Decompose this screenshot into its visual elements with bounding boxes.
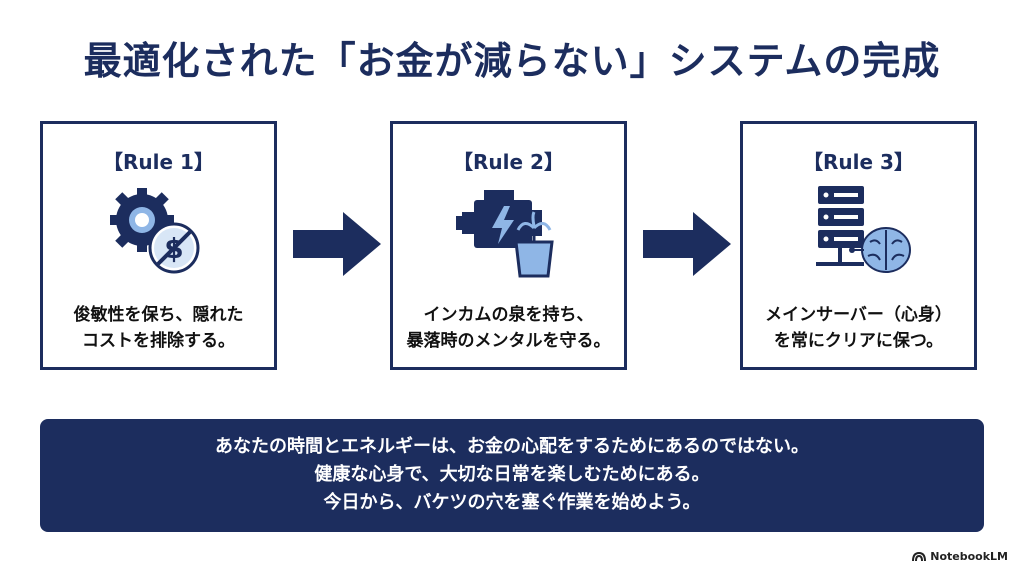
- brand-watermark: NotebookLM: [912, 550, 1008, 563]
- rule-line: 俊敏性を保ち、隠れた: [73, 305, 244, 325]
- message-line: 健康な心身で、大切な日常を楽しむためにある。: [314, 464, 710, 485]
- rule-heading: 【Rule 3】: [803, 150, 914, 174]
- arrow-right-icon: [643, 212, 731, 276]
- page-title: 最適化された「お金が減らない」システムの完成: [83, 39, 941, 83]
- rule-heading: 【Rule 2】: [453, 150, 564, 174]
- message-line: あなたの時間とエネルギーは、お金の心配をするためにあるのではない。: [215, 436, 809, 457]
- brand-label: NotebookLM: [930, 550, 1008, 563]
- rule-card-2: 【Rule 2】 インカムの泉を持ち、 暴落時のメンタルを守る。: [390, 121, 627, 370]
- notebooklm-logo-icon: [912, 551, 927, 561]
- rule-description: メインサーバー（心身） を常にクリアに保つ。: [743, 302, 974, 354]
- server-brain-icon: [815, 186, 911, 273]
- gears-dollar-icon: $: [109, 188, 199, 274]
- message-line: 今日から、バケツの穴を塞ぐ作業を始めよう。: [323, 492, 701, 513]
- rule-description: 俊敏性を保ち、隠れた コストを排除する。: [43, 302, 274, 354]
- rule-line: コストを排除する。: [82, 331, 235, 351]
- rule-card-1: 【Rule 1】 $ 俊敏性を保ち、隠れた コストを排除する。: [40, 121, 277, 370]
- rule-line: 暴落時のメンタルを守る。: [406, 331, 611, 351]
- engine-fountain-icon: [455, 190, 554, 278]
- rule-line: を常にクリアに保つ。: [773, 331, 944, 351]
- rule-heading: 【Rule 1】: [103, 150, 214, 174]
- rule-line: インカムの泉を持ち、: [423, 305, 594, 325]
- message-banner: あなたの時間とエネルギーは、お金の心配をするためにあるのではない。 健康な心身で…: [40, 419, 984, 532]
- rule-description: インカムの泉を持ち、 暴落時のメンタルを守る。: [393, 302, 624, 354]
- rule-line: メインサーバー（心身）: [765, 305, 952, 325]
- arrow-right-icon: [293, 212, 381, 276]
- rule-card-3: 【Rule 3】 メインサーバー（心身） を常にクリアに保つ。: [740, 121, 977, 370]
